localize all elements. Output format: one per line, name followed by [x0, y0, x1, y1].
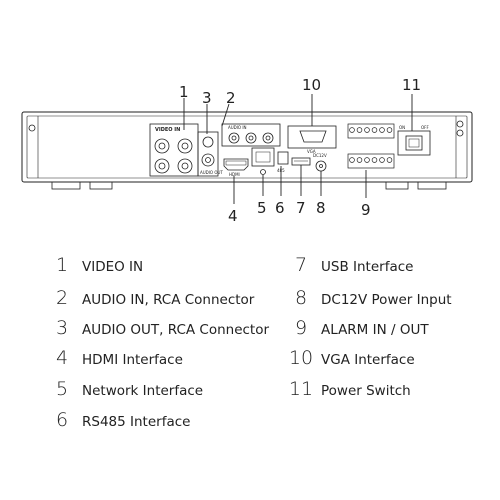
chassis: [21, 111, 473, 190]
vga-text: VGA: [307, 149, 316, 154]
video-in-block: VIDEO IN: [149, 123, 199, 177]
audio-in-text: AUDIO IN: [228, 125, 247, 130]
video-in-text: VIDEO IN: [155, 127, 180, 133]
leader-lines: [183, 94, 413, 204]
screw-icons: [28, 120, 464, 137]
legend-number: 9: [294, 317, 308, 339]
legend-label: Power Switch: [321, 383, 411, 399]
legend-label: VIDEO IN: [82, 259, 144, 275]
terminal-screw-icon: [364, 157, 370, 163]
terminal-screw-icon: [379, 157, 385, 163]
legend-number: 5: [55, 378, 69, 400]
legend-number: 6: [55, 409, 69, 431]
legend-row-5: 5 Network Interface: [42, 378, 203, 400]
terminal-screw-icon: [356, 157, 363, 163]
rs485-port: 485: [277, 151, 289, 173]
legend-label: DC12V Power Input: [321, 292, 452, 308]
terminal-screw-icon: [371, 157, 378, 163]
legend-number: 2: [55, 287, 69, 309]
audio-out-block: AUDIO OUT: [197, 131, 223, 177]
legend-row-2: 2 AUDIO IN, RCA Connector: [42, 287, 254, 309]
network-port: [251, 147, 275, 175]
callout-10: 10: [302, 76, 321, 94]
terminal-screw-icon: [379, 127, 385, 133]
terminal-screw-icon: [386, 127, 393, 133]
legend-number: 3: [55, 317, 69, 339]
dc-text: DC12V: [313, 153, 327, 158]
vga-port: VGA: [287, 125, 337, 154]
legend-row-7: 7 USB Interface: [281, 254, 414, 276]
legend-row-3: 3 AUDIO OUT, RCA Connector: [42, 317, 269, 339]
usb-port: [291, 157, 311, 166]
hdmi-port: HDMI: [223, 158, 249, 177]
callout-1: 1: [179, 83, 189, 101]
callout-6: 6: [275, 199, 285, 217]
legend-number: 4: [55, 347, 69, 369]
audio-in-block: AUDIO IN: [221, 123, 281, 147]
off-text: OFF: [421, 125, 429, 130]
callout-9: 9: [361, 201, 371, 219]
legend-label: ALARM IN / OUT: [321, 322, 429, 338]
callout-11: 11: [402, 76, 421, 94]
legend-row-4: 4 HDMI Interface: [42, 347, 183, 369]
callout-5: 5: [257, 199, 267, 217]
legend-label: HDMI Interface: [82, 352, 183, 368]
legend-row-1: 1 VIDEO IN: [42, 254, 143, 276]
callout-4: 4: [228, 207, 238, 225]
legend-row-8: 8 DC12V Power Input: [281, 287, 452, 309]
legend-row-11: 11 Power Switch: [281, 378, 411, 400]
audio-out-text: AUDIO OUT: [200, 170, 223, 175]
rear-panel-diagram: VIDEO IN AUDIO OUT AUDIO IN HDMI 485: [21, 76, 473, 225]
legend-row-9: 9 ALARM IN / OUT: [281, 317, 429, 339]
legend-label: Network Interface: [82, 383, 204, 399]
legend-number: 1: [55, 254, 69, 276]
callout-2: 2: [226, 89, 236, 107]
callout-8: 8: [316, 199, 326, 217]
legend-number: 10: [288, 347, 314, 369]
terminal-screw-icon: [356, 127, 363, 133]
legend-number: 7: [294, 254, 308, 276]
legend-row-10: 10 VGA Interface: [281, 347, 415, 369]
legend-label: VGA Interface: [321, 352, 415, 368]
alarm-terminal-block: [347, 123, 395, 169]
terminal-screw-icon: [371, 127, 378, 133]
callout-7: 7: [296, 199, 306, 217]
terminal-screw-icon: [349, 157, 355, 163]
legend-number: 11: [288, 378, 314, 400]
on-text: ON: [399, 125, 405, 130]
legend-label: AUDIO OUT, RCA Connector: [82, 322, 270, 338]
callout-3: 3: [202, 89, 212, 107]
terminal-screw-icon: [349, 127, 355, 133]
dc-power-port: DC12V: [313, 153, 327, 172]
legend-number: 8: [294, 287, 308, 309]
legend-label: USB Interface: [321, 259, 414, 275]
legend-label: RS485 Interface: [82, 414, 191, 430]
legend-row-6: 6 RS485 Interface: [42, 409, 191, 431]
hdmi-text: HDMI: [229, 172, 240, 177]
terminal-screw-icon: [386, 157, 393, 163]
power-switch: ON OFF: [397, 125, 431, 156]
legend-label: AUDIO IN, RCA Connector: [82, 292, 255, 308]
terminal-screw-icon: [364, 127, 370, 133]
